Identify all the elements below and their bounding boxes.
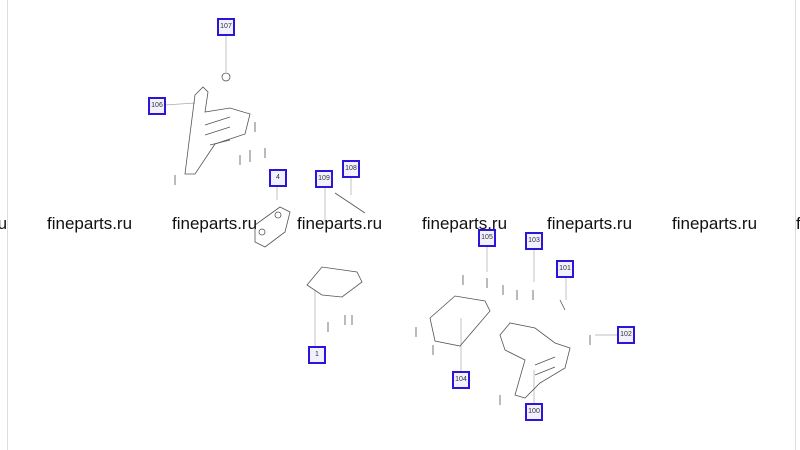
callout-106[interactable]: 106 xyxy=(148,97,166,115)
callout-101[interactable]: 101 xyxy=(556,260,574,278)
transmission-mount xyxy=(499,322,571,399)
watermark: fineparts.ru xyxy=(796,214,800,233)
callout-102[interactable]: 102 xyxy=(617,326,635,344)
callout-103[interactable]: 103 xyxy=(525,232,543,250)
torque-rod xyxy=(254,206,291,248)
bolts xyxy=(174,122,591,405)
callout-104[interactable]: 104 xyxy=(452,371,470,389)
callout-108[interactable]: 108 xyxy=(342,160,360,178)
watermark: fineparts.ru xyxy=(297,214,383,233)
watermark: fineparts.ru xyxy=(422,214,508,233)
diagram-frame xyxy=(7,0,796,450)
bracket-1 xyxy=(306,266,363,298)
watermark: ru xyxy=(0,214,8,233)
callout-1[interactable]: 1 xyxy=(308,346,326,364)
engine-mount-upper xyxy=(184,72,251,175)
callout-100[interactable]: 100 xyxy=(525,403,543,421)
callout-105[interactable]: 105 xyxy=(478,229,496,247)
callout-109[interactable]: 109 xyxy=(315,170,333,188)
watermark: fineparts.ru xyxy=(172,214,258,233)
watermark: fineparts.ru xyxy=(47,214,133,233)
callout-4[interactable]: 4 xyxy=(269,169,287,187)
watermark: fineparts.ru xyxy=(672,214,758,233)
callout-107[interactable]: 107 xyxy=(217,18,235,36)
bracket-104 xyxy=(429,295,491,347)
watermark: fineparts.ru xyxy=(547,214,633,233)
